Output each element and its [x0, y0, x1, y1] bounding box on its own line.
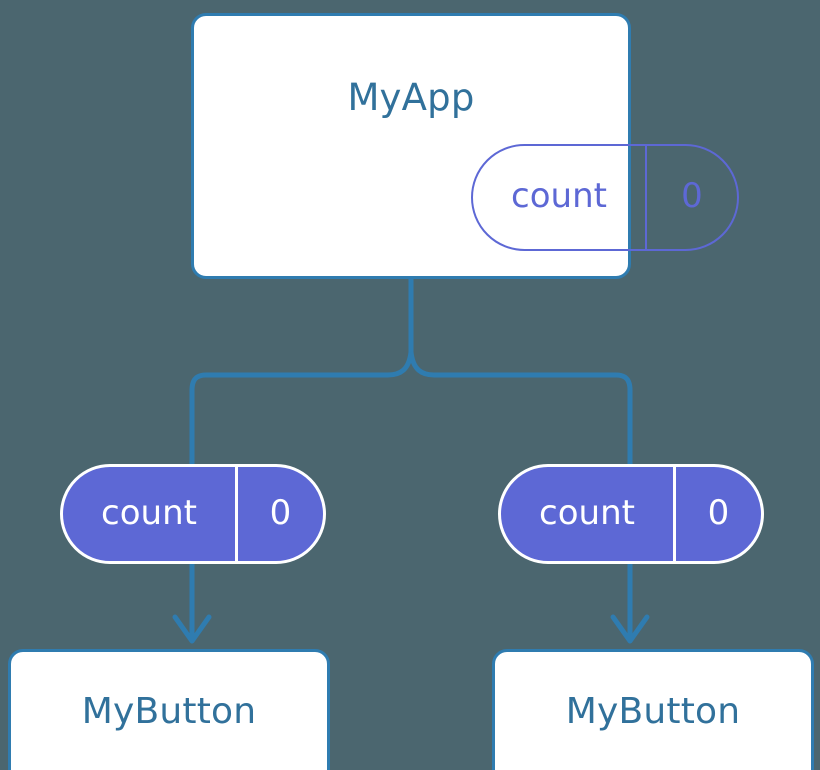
props-pill-right-key: count — [501, 467, 676, 561]
props-pill-left-count[interactable]: count 0 — [60, 464, 326, 564]
arrowhead-left-icon — [172, 614, 212, 644]
component-title-mybutton-left: MyButton — [81, 691, 257, 732]
state-pill-count[interactable]: count 0 — [471, 144, 739, 251]
props-pill-left-key: count — [63, 467, 238, 561]
component-title-myapp: MyApp — [347, 76, 475, 119]
props-pill-right-value: 0 — [707, 492, 730, 533]
arrowhead-right-icon — [610, 614, 650, 644]
props-pill-right-count[interactable]: count 0 — [498, 464, 764, 564]
connector-split-to-right-props — [408, 351, 633, 470]
component-title-mybutton-right: MyButton — [565, 691, 741, 732]
component-card-mybutton-left[interactable]: MyButton — [8, 649, 330, 770]
state-pill-key: count — [473, 146, 647, 249]
component-card-mybutton-right[interactable]: MyButton — [492, 649, 814, 770]
component-card-myapp[interactable]: MyApp count 0 — [191, 13, 739, 279]
state-pill-value: 0 — [681, 175, 703, 216]
props-pill-left-value: 0 — [269, 492, 292, 533]
connector-split-to-left-props — [189, 351, 414, 470]
